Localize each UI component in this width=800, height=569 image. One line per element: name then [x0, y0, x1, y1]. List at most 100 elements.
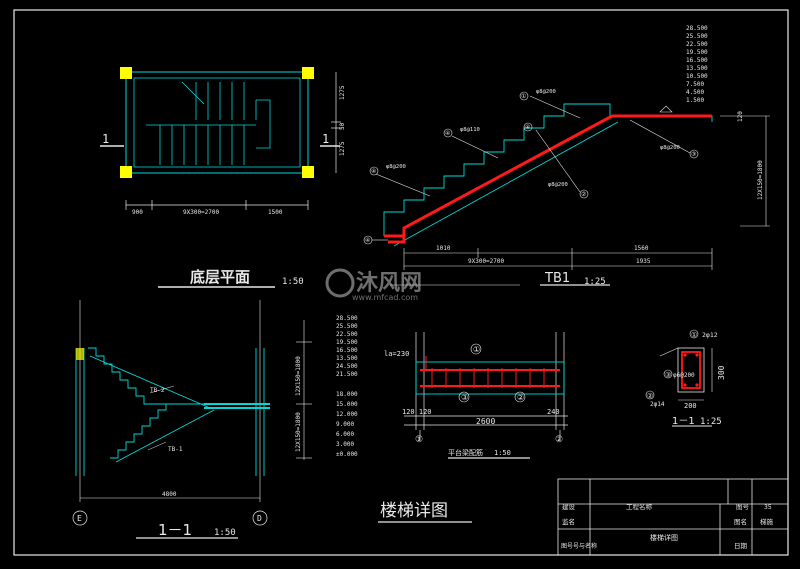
svg-text:28.500: 28.500 — [336, 315, 358, 322]
section-scale: 1:50 — [214, 528, 236, 538]
svg-text:19.500: 19.500 — [686, 49, 708, 56]
platform-scale: 1:50 — [494, 449, 511, 457]
beam-section: ① ③ ② 2φ12 φ6@200 2φ14 300 200 1－1 1:25 — [645, 329, 726, 427]
tb1-callout-circles — [363, 91, 699, 245]
plan-dim-r2: 50 — [339, 122, 346, 130]
platform-beam-body — [415, 361, 565, 395]
watermark-brand: 沐风网 — [356, 271, 422, 296]
svg-text:24.500: 24.500 — [336, 363, 358, 370]
platform-la: la=230 — [384, 350, 409, 358]
svg-text:10.500: 10.500 — [686, 73, 708, 80]
tb-scale-label: 图名 — [734, 517, 747, 526]
svg-text:21.500: 21.500 — [336, 371, 358, 378]
beam-stirrup — [681, 351, 701, 389]
tb1-callout-numbers: ① ④ ④ ④ ② ③ ④ — [365, 93, 696, 244]
section-elevations: 28.500 25.500 22.500 19.500 16.500 13.50… — [336, 315, 358, 458]
plan-dim-r1: 1275 — [339, 85, 346, 100]
beam-title: 1－1 — [672, 416, 695, 427]
platform-dim-right: 240 — [547, 408, 560, 416]
beam-callout-2: ② — [647, 392, 653, 400]
platform-axis-2: ② — [555, 435, 563, 445]
svg-text:12.000: 12.000 — [336, 411, 358, 418]
watermark-url: www.mfcad.com — [352, 293, 418, 302]
drawing-title: 楼梯详图 — [380, 501, 448, 521]
svg-text:22.500: 22.500 — [336, 331, 358, 338]
platform-callout-3: ③ — [461, 393, 468, 402]
svg-text:13.500: 13.500 — [336, 355, 358, 362]
section-dim-lower: 12X150=1800 — [295, 412, 302, 452]
tb1-rebar-1: φ8@200 — [536, 89, 556, 95]
tb-project-label: 工程名称 — [626, 502, 653, 511]
platform-axis-1: ① — [415, 435, 423, 445]
tb1-dim-1560: 1560 — [634, 245, 649, 252]
svg-text:16.500: 16.500 — [686, 57, 708, 64]
svg-text:6.000: 6.000 — [336, 431, 354, 438]
tb1-steps — [383, 103, 713, 236]
beam-stirrup-spec: φ6@200 — [673, 372, 695, 379]
svg-text:25.500: 25.500 — [336, 323, 358, 330]
section-walls — [75, 347, 270, 476]
svg-text:13.500: 13.500 — [686, 65, 708, 72]
tb1-dim-1010: 1010 — [436, 245, 451, 252]
section-column-head — [76, 348, 84, 360]
tb-drawing-name: 楼梯详图 — [650, 533, 678, 542]
tb1-scale: 1:25 — [584, 277, 606, 287]
tb1-title: TB1 — [544, 271, 570, 286]
plan-dim-r3: 1275 — [339, 141, 346, 156]
column-br — [302, 166, 314, 178]
section-label-tb2: TB-2 — [150, 387, 165, 394]
column-bl — [120, 166, 132, 178]
plan-title: 底层平面 — [190, 268, 250, 286]
tb1-dim-1800: 12X150=1800 — [757, 160, 764, 200]
section-title: 1－1 — [158, 521, 192, 539]
plan-dim-1: 900 — [132, 209, 143, 216]
floor-plan: 1 1 900 9X300=2700 1500 1275 50 1275 底层平… — [100, 67, 346, 288]
svg-text:3.000: 3.000 — [336, 441, 354, 448]
tb-row3-left: 图号号与名称 — [561, 542, 597, 550]
platform-callouts — [458, 343, 526, 403]
tb1-rebar-4: φ8@200 — [548, 182, 568, 188]
svg-text:15.000: 15.000 — [336, 401, 358, 408]
platform-callout-2: ② — [517, 393, 524, 402]
section-1-1: TB-2 TB-1 28.500 25.500 22.500 19.500 16… — [72, 300, 358, 539]
watermark: 沐风网 www.mfcad.com — [325, 268, 422, 302]
tb1-detail: φ8@200 φ8@110 φ8@200 φ8@200 φ8@200 28.50… — [363, 25, 770, 287]
tb1-dim-1935: 1935 — [636, 258, 651, 265]
watermark-logo-icon — [325, 268, 355, 298]
svg-text:④: ④ — [365, 237, 370, 244]
platform-dim-total: 2600 — [476, 417, 495, 426]
tb1-elevations: 28.500 25.500 22.500 19.500 16.500 13.50… — [686, 25, 708, 104]
section-mark-left: 1 — [102, 132, 109, 146]
axis-d-bubble — [252, 510, 268, 526]
svg-text:7.500: 7.500 — [686, 81, 704, 88]
svg-text:③: ③ — [691, 151, 696, 158]
tb-date-label: 日期 — [734, 542, 748, 550]
tb1-dim-120: 120 — [737, 111, 744, 122]
tb1-soffit — [393, 121, 619, 247]
tb-row2-left: 监名 — [562, 517, 575, 526]
platform-stirrups — [420, 356, 560, 388]
svg-text:④: ④ — [371, 168, 376, 175]
svg-text:④: ④ — [525, 124, 530, 131]
plan-dim-2: 9X300=2700 — [183, 209, 220, 216]
section-dim-upper: 12X150=1800 — [295, 356, 302, 396]
platform-title: 平台梁配筋 — [448, 448, 483, 457]
plan-inner-wall — [133, 77, 301, 168]
axis-e-label: E — [77, 514, 82, 523]
svg-text:①: ① — [521, 93, 526, 100]
tb1-main-rebar — [388, 114, 712, 244]
plan-outer-wall — [125, 71, 309, 174]
beam-height: 300 — [717, 365, 726, 380]
tb-scale-value: 梯施 — [760, 517, 774, 526]
platform-callout-1: ① — [473, 345, 480, 354]
title-block: 建设 监名 图号号与名称 工程名称 楼梯详图 图号 35 图名 梯施 日期 — [557, 478, 789, 556]
section-mark-right: 1 — [322, 132, 329, 146]
svg-text:±0.000: ±0.000 — [336, 451, 358, 458]
section-dim-4800: 4800 — [162, 491, 177, 498]
tb1-leaders — [372, 95, 770, 286]
plan-treads — [146, 81, 271, 165]
svg-text:16.500: 16.500 — [336, 347, 358, 354]
tb-check-label: 图号 — [736, 503, 750, 511]
beam-top-bar: 2φ12 — [702, 331, 718, 339]
